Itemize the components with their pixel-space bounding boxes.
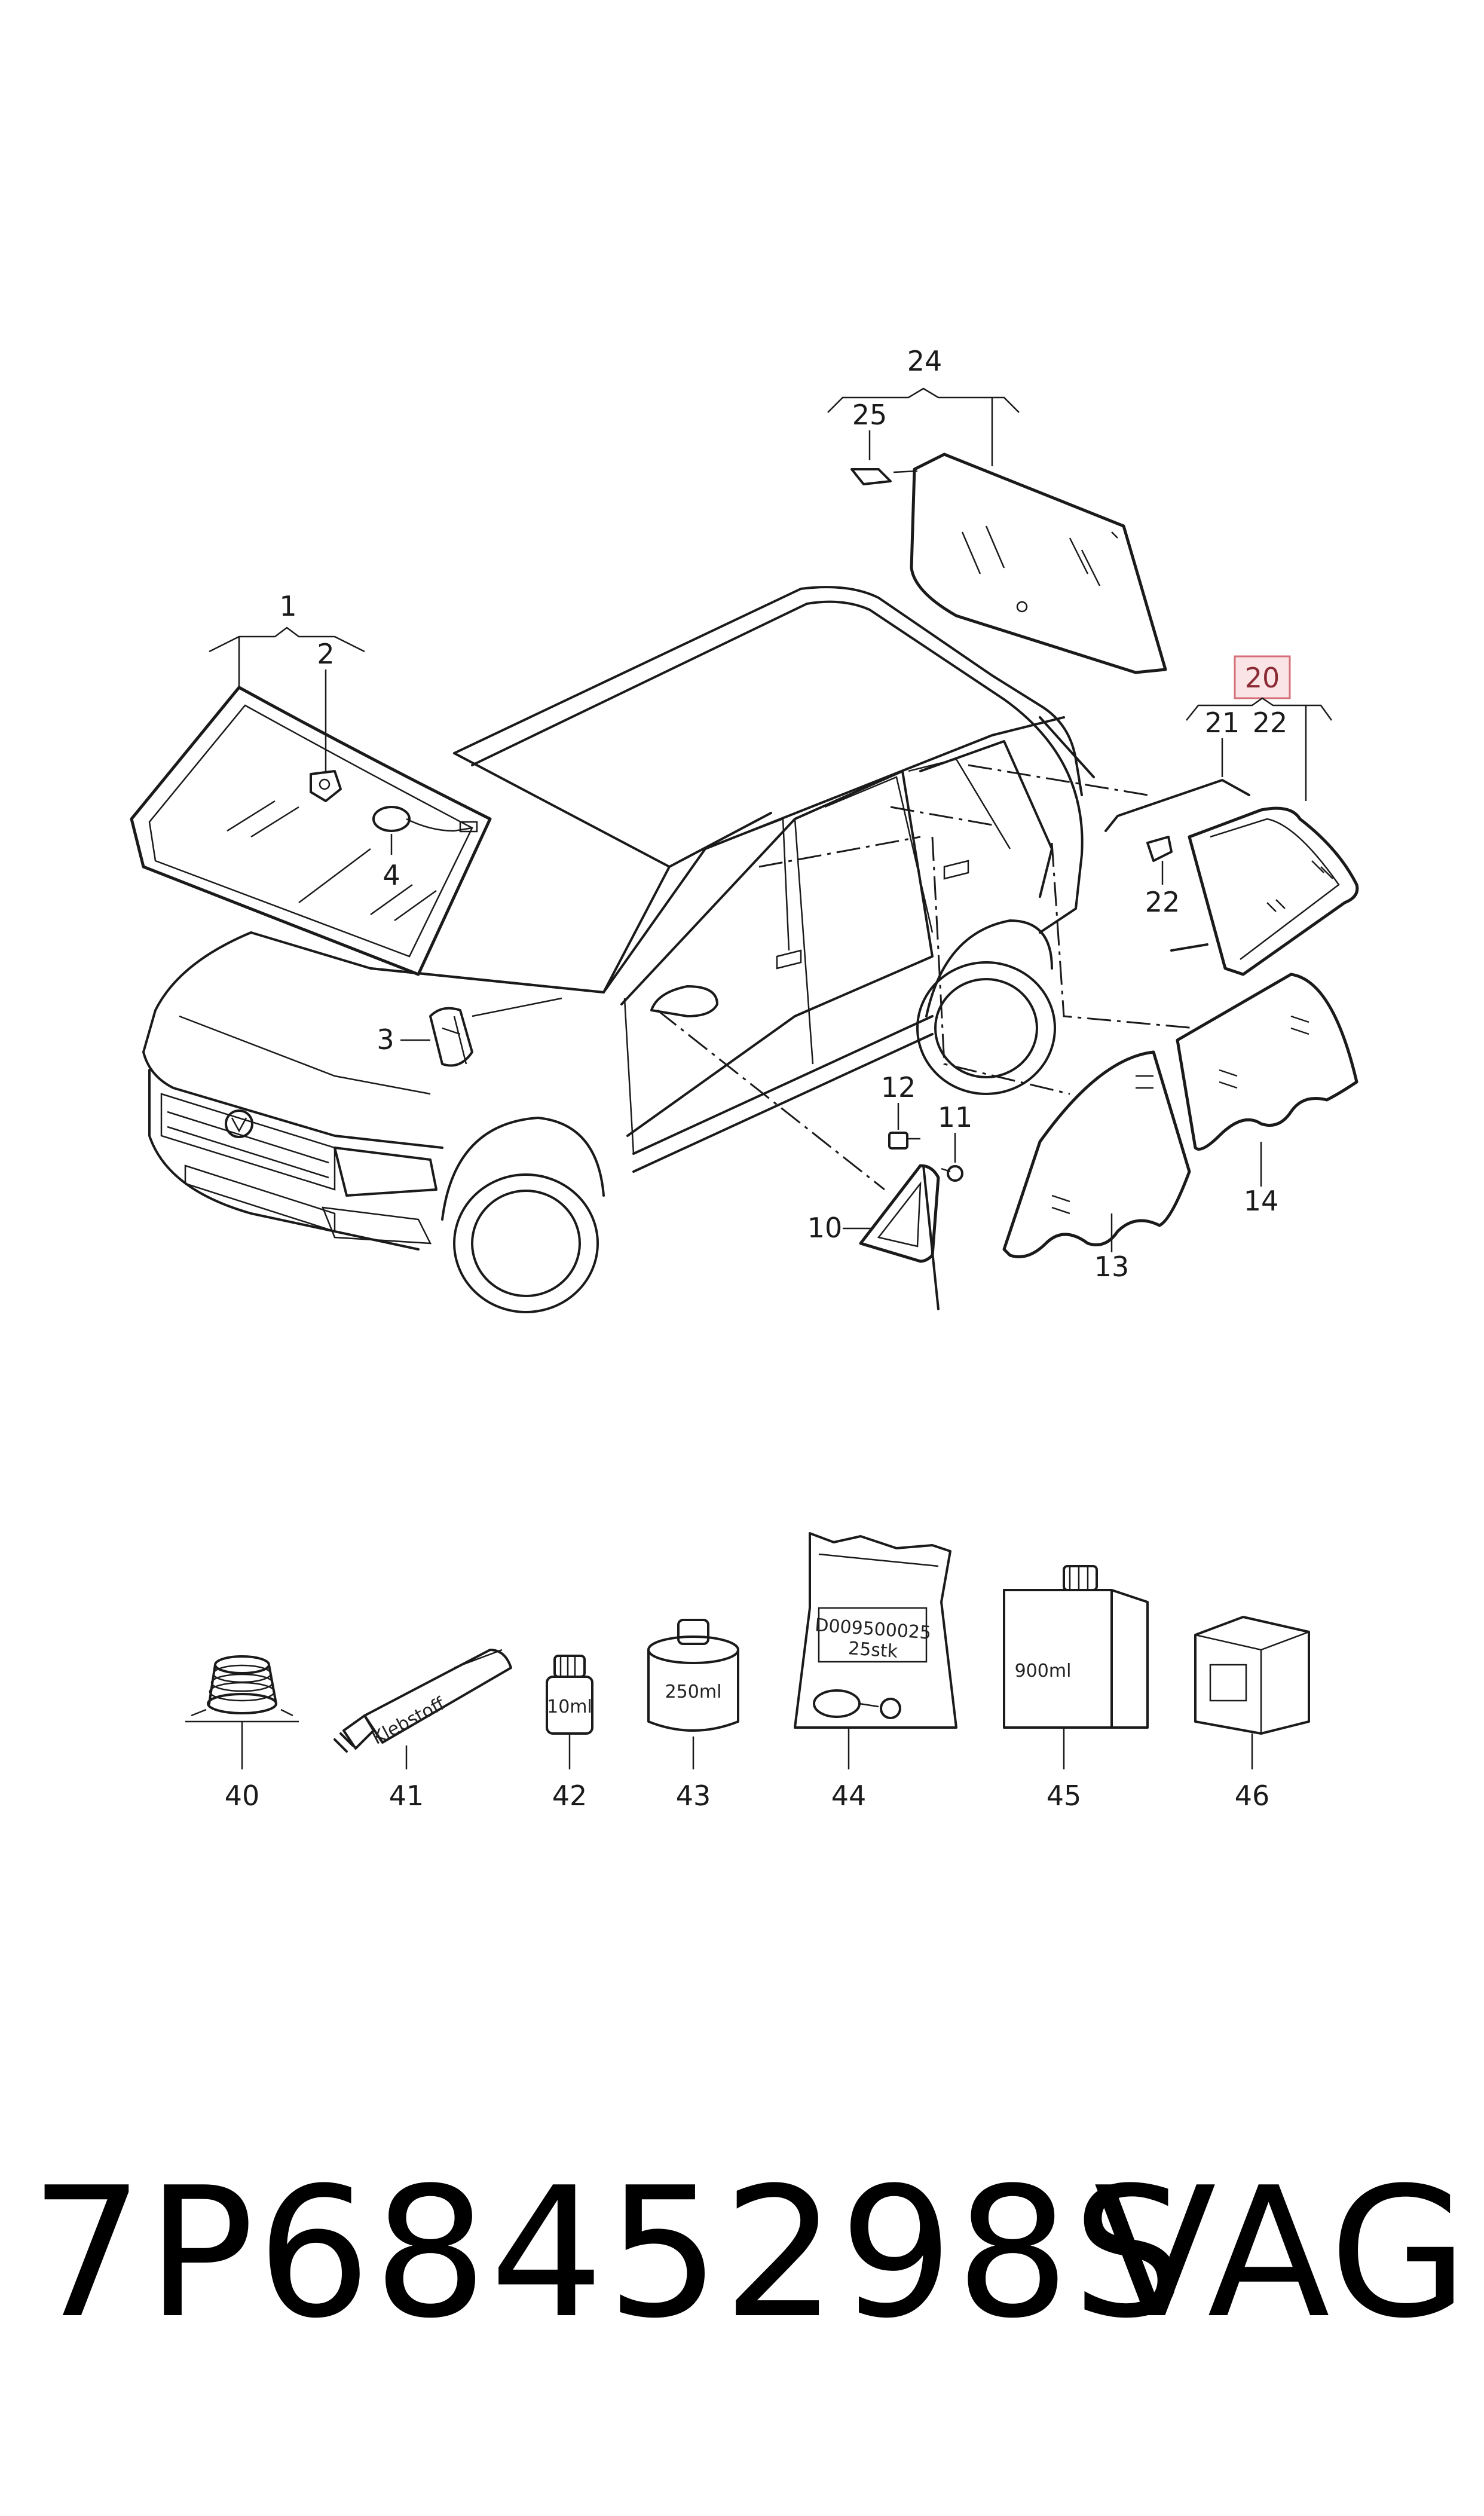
callout-bracket-24 [827, 387, 1020, 466]
callout-14: 14 [1244, 1185, 1279, 1217]
vehicle-outline [142, 586, 1095, 1313]
triangle-glass-part [859, 1164, 940, 1310]
callout-41: 41 [389, 1780, 424, 1812]
callout-bracket-1 [209, 626, 365, 687]
front-door-glass-part [1002, 1050, 1191, 1258]
quarter-glass-part [1188, 806, 1359, 976]
callout-25: 25 [852, 399, 888, 431]
clip-part [1146, 836, 1173, 862]
kit-box-part [1194, 1616, 1310, 1735]
spacer-roll-part [185, 1655, 299, 1723]
spacer-bag-part [794, 1532, 957, 1729]
callout-22-top: 22 [1253, 707, 1288, 739]
tube-label: Klebstoff [369, 1693, 449, 1748]
callout-43: 43 [676, 1780, 711, 1812]
callout-4: 4 [383, 859, 400, 891]
callout-3: 3 [377, 1023, 394, 1056]
rear-window-part [910, 453, 1167, 674]
spacer-part [850, 468, 892, 485]
part-number: 7P6845298S [30, 2149, 1189, 2358]
callout-22-bottom: 22 [1145, 886, 1180, 918]
bottle-label: 10ml [547, 1696, 592, 1717]
callout-44: 44 [831, 1780, 867, 1812]
assembly-leaders [657, 764, 1196, 1191]
callout-40: 40 [225, 1780, 260, 1812]
seal-strip-lower [1170, 943, 1208, 952]
callout-24: 24 [907, 345, 943, 377]
primer-bottle-part [546, 1655, 593, 1735]
callout-13: 13 [1094, 1251, 1130, 1283]
callout-11: 11 [938, 1101, 973, 1133]
callout-21: 21 [1205, 707, 1240, 739]
canister-label: 900ml [1015, 1661, 1072, 1682]
callout-bracket-20 [1186, 697, 1333, 721]
rain-sensor-part [310, 770, 342, 802]
callout-12: 12 [881, 1071, 916, 1103]
screw-part [941, 1165, 963, 1182]
mirror-mount-part [429, 997, 562, 1067]
rear-door-glass-part [1176, 973, 1358, 1151]
light-sensor-part [372, 806, 478, 833]
windshield-part [130, 686, 492, 976]
highlight-box-20 [1234, 655, 1291, 699]
callout-1: 1 [279, 590, 296, 622]
activator-can-part [647, 1619, 739, 1732]
callout-2: 2 [317, 638, 334, 670]
callout-20: 20 [1245, 662, 1280, 694]
callout-45: 45 [1047, 1780, 1082, 1812]
callout-10: 10 [807, 1212, 843, 1244]
can-label: 250ml [665, 1682, 722, 1702]
adhesive-tube-part [333, 1649, 512, 1753]
pin-part [888, 1132, 920, 1150]
brand-name: VAG [1094, 2149, 1471, 2358]
callout-42: 42 [552, 1780, 588, 1812]
window-seal-part [1104, 779, 1250, 832]
callout-46: 46 [1235, 1780, 1270, 1812]
bag-label-line2: 25stk [847, 1638, 899, 1662]
parts-diagram: 1 2 4 3 24 25 20 21 22 [130, 345, 1359, 1812]
cleaner-canister-part [1003, 1565, 1149, 1729]
